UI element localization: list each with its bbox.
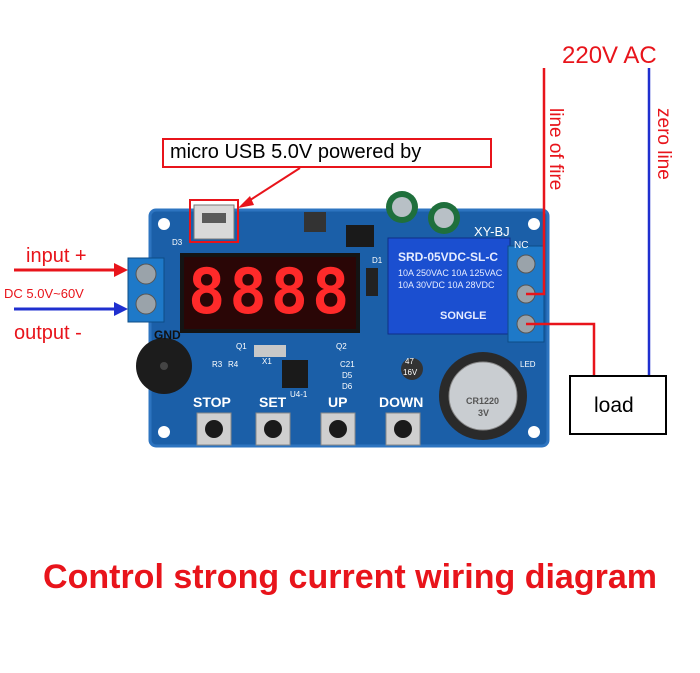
ic-chip — [282, 360, 308, 388]
mounting-hole — [528, 218, 540, 230]
load-wire — [526, 322, 596, 375]
label-q1: Q1 — [236, 342, 247, 351]
inductor — [304, 212, 326, 232]
button-set-body — [255, 412, 291, 446]
fire-line-wire — [526, 68, 546, 296]
cap-voltage: 16V — [403, 368, 418, 377]
label-led: LED — [520, 360, 536, 369]
label-u4-1: U4-1 — [290, 390, 308, 399]
label-q2: Q2 — [336, 342, 347, 351]
dc-terminal-screw — [135, 293, 157, 315]
label-r3: R3 — [212, 360, 223, 369]
label-r4: R4 — [228, 360, 239, 369]
relay — [387, 237, 511, 335]
label-d1: D1 — [372, 256, 383, 265]
mounting-hole — [158, 426, 170, 438]
battery-voltage: 3V — [478, 408, 490, 418]
output-minus-label: output - — [14, 322, 82, 344]
usb-highlight-box — [189, 199, 239, 243]
button-up-body — [320, 412, 356, 446]
capacitor-small — [401, 358, 423, 380]
button-stop-label: STOP — [193, 394, 231, 410]
button-up-label: UP — [328, 394, 348, 410]
zero-line-label: zero line — [653, 108, 674, 180]
cap-value: 47 — [405, 357, 414, 366]
load-label: load — [594, 394, 634, 417]
pcb-board-sheen — [148, 208, 550, 448]
buzzer-hole — [160, 362, 168, 370]
input-plus-label: input + — [26, 245, 87, 267]
battery-model: CR1220 — [466, 396, 500, 406]
nc-label: NC — [514, 240, 529, 251]
label-x1: X1 — [262, 357, 272, 366]
micro-usb-slot — [202, 213, 226, 223]
usb-callout-arrowhead — [238, 196, 254, 208]
label-d5: D5 — [342, 371, 353, 380]
board-model: XY-BJ — [474, 224, 510, 239]
label-c21: C21 — [340, 360, 355, 369]
relay-rating-1: 10A 250VAC 10A 125VAC — [398, 268, 503, 278]
mounting-hole — [158, 218, 170, 230]
input-plus-arrowhead — [114, 263, 128, 277]
relay-model: SRD-05VDC-SL-C — [398, 250, 499, 264]
label-d3: D3 — [172, 238, 183, 247]
mounting-hole — [528, 426, 540, 438]
button-down-body — [385, 412, 421, 446]
usb-callout-box — [162, 138, 492, 168]
button-set-label: SET — [259, 394, 287, 410]
ac-label: 220V AC — [562, 42, 657, 69]
relay-brand: SONGLE — [440, 310, 487, 322]
usb-callout-arrow — [243, 167, 301, 205]
button-stop-body — [196, 412, 232, 446]
load-box — [569, 375, 667, 435]
output-minus-arrowhead — [114, 302, 128, 316]
capacitor-top-cap — [392, 197, 412, 217]
relay-terminal-screw — [516, 254, 536, 274]
fire-line-label: line of fire — [545, 108, 566, 191]
coin-battery — [448, 361, 518, 431]
dc-terminal-screw — [135, 263, 157, 285]
label-d6: D6 — [342, 382, 353, 391]
relay-rating-2: 10A 30VDC 10A 28VDC — [398, 280, 495, 290]
button-down-label: DOWN — [379, 394, 424, 410]
display-window — [184, 257, 356, 329]
dc-range-label: DC 5.0V~60V — [4, 286, 84, 301]
diagram-caption: Control strong current wiring diagram — [43, 558, 657, 596]
capacitor-top-cap — [434, 208, 454, 228]
ic-chip — [346, 225, 374, 247]
diode — [366, 268, 378, 296]
usb-callout-label: micro USB 5.0V powered by — [170, 141, 422, 163]
display-digits: 8888 — [188, 255, 354, 328]
crystal — [254, 345, 286, 357]
gnd-label: GND — [154, 328, 181, 342]
